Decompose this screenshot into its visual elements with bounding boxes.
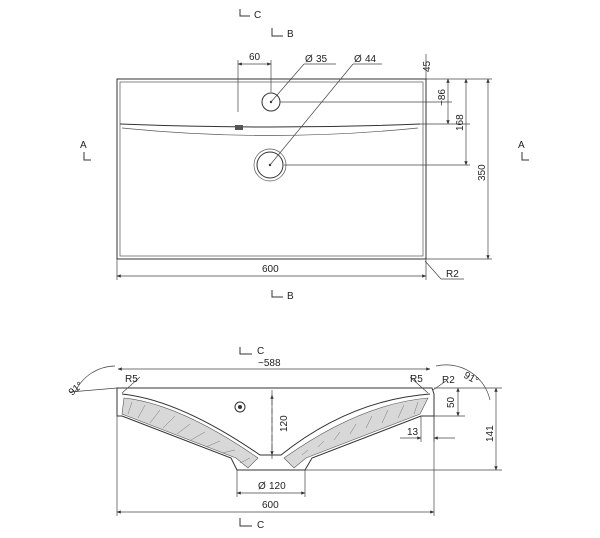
section-label-a-right: A: [518, 140, 525, 151]
dim-50: 50: [446, 387, 460, 417]
section-label-c-bottom: C: [257, 520, 264, 531]
dim-120-label: 120: [279, 415, 290, 432]
dim-d35-symbol: Ø: [305, 54, 313, 65]
dim-d44-symbol: Ø: [354, 54, 362, 65]
dim-600-top-label: 600: [262, 264, 279, 275]
sink-section-outline: [116, 387, 435, 471]
dim-168-label: 168: [455, 114, 466, 131]
basin-curve: [121, 127, 419, 136]
overflow-hole-section: [234, 401, 246, 413]
sink-top-outline: [116, 78, 427, 260]
dim-d44: Ø 44: [269, 54, 382, 166]
dim-141-label: 141: [485, 425, 496, 442]
dim-50-label: 50: [446, 396, 457, 408]
dim-d44-label: 44: [365, 54, 377, 65]
section-marker-a-left: A: [80, 140, 91, 161]
dim-45: 45: [422, 54, 433, 79]
dim-r2-top-label: R2: [446, 269, 459, 280]
dim-r5-right-label: R5: [410, 374, 423, 385]
dim-588-label: ~588: [258, 358, 281, 369]
dim-13-label: 13: [407, 427, 419, 438]
overflow-channel: [119, 123, 421, 128]
dim-r2-right: R2: [432, 375, 455, 391]
section-view: C ~588: [67, 346, 502, 531]
section-marker-c-bottom: C: [239, 518, 264, 531]
dim-350: 350: [477, 78, 490, 260]
dim-r5-left: R5: [121, 374, 141, 394]
dim-60: 60: [237, 52, 272, 112]
dim-45-label: 45: [422, 60, 433, 72]
dim-r2-right-label: R2: [442, 375, 455, 386]
dim-600-bottom: 600: [116, 416, 435, 516]
overflow-hole: [235, 125, 243, 130]
hatch-right: [283, 397, 429, 469]
angle-91-right-label: 91°: [462, 370, 481, 387]
dim-r5-right: R5: [409, 374, 429, 394]
dim-600-top: 600: [116, 259, 427, 280]
section-marker-b-bottom: B: [271, 290, 294, 302]
dim-d35: Ø 35: [270, 54, 336, 103]
top-view: C B 60: [80, 9, 529, 302]
dim-600-bottom-label: 600: [262, 500, 279, 511]
section-marker-b-top: B: [271, 28, 294, 40]
dim-r5-left-label: R5: [125, 374, 138, 385]
dim-120: 120: [270, 390, 290, 460]
section-marker-c-top: C: [239, 9, 261, 21]
section-marker-c-mid: C: [239, 346, 264, 357]
angle-91-left-label: 91°: [67, 380, 86, 398]
dim-168: 168: [455, 78, 468, 166]
section-label-a-left: A: [80, 140, 87, 151]
dim-141: 141: [485, 387, 498, 471]
dim-13: 13: [400, 416, 455, 442]
hatch-left: [121, 397, 259, 469]
angle-91-left: 91°: [67, 365, 118, 398]
section-label-c-top: C: [254, 10, 261, 21]
dim-r2-top: R2: [424, 260, 464, 280]
dim-588: ~588: [117, 358, 431, 371]
section-marker-a-right: A: [518, 140, 529, 161]
dim-d35-label: 35: [316, 54, 328, 65]
section-label-c-mid: C: [257, 346, 264, 357]
section-label-b-top: B: [287, 29, 294, 40]
dim-350-label: 350: [477, 164, 488, 181]
dim-d120-symbol: Ø: [258, 481, 266, 492]
dim-60-label: 60: [249, 52, 261, 63]
sink-inner-outline: [119, 81, 424, 257]
section-label-b-bottom: B: [287, 291, 294, 302]
dim-d120: Ø 120: [236, 470, 306, 497]
dim-86-label: ~86: [437, 89, 448, 106]
dim-d120-label: 120: [269, 481, 286, 492]
dim-86: ~86: [437, 78, 450, 125]
